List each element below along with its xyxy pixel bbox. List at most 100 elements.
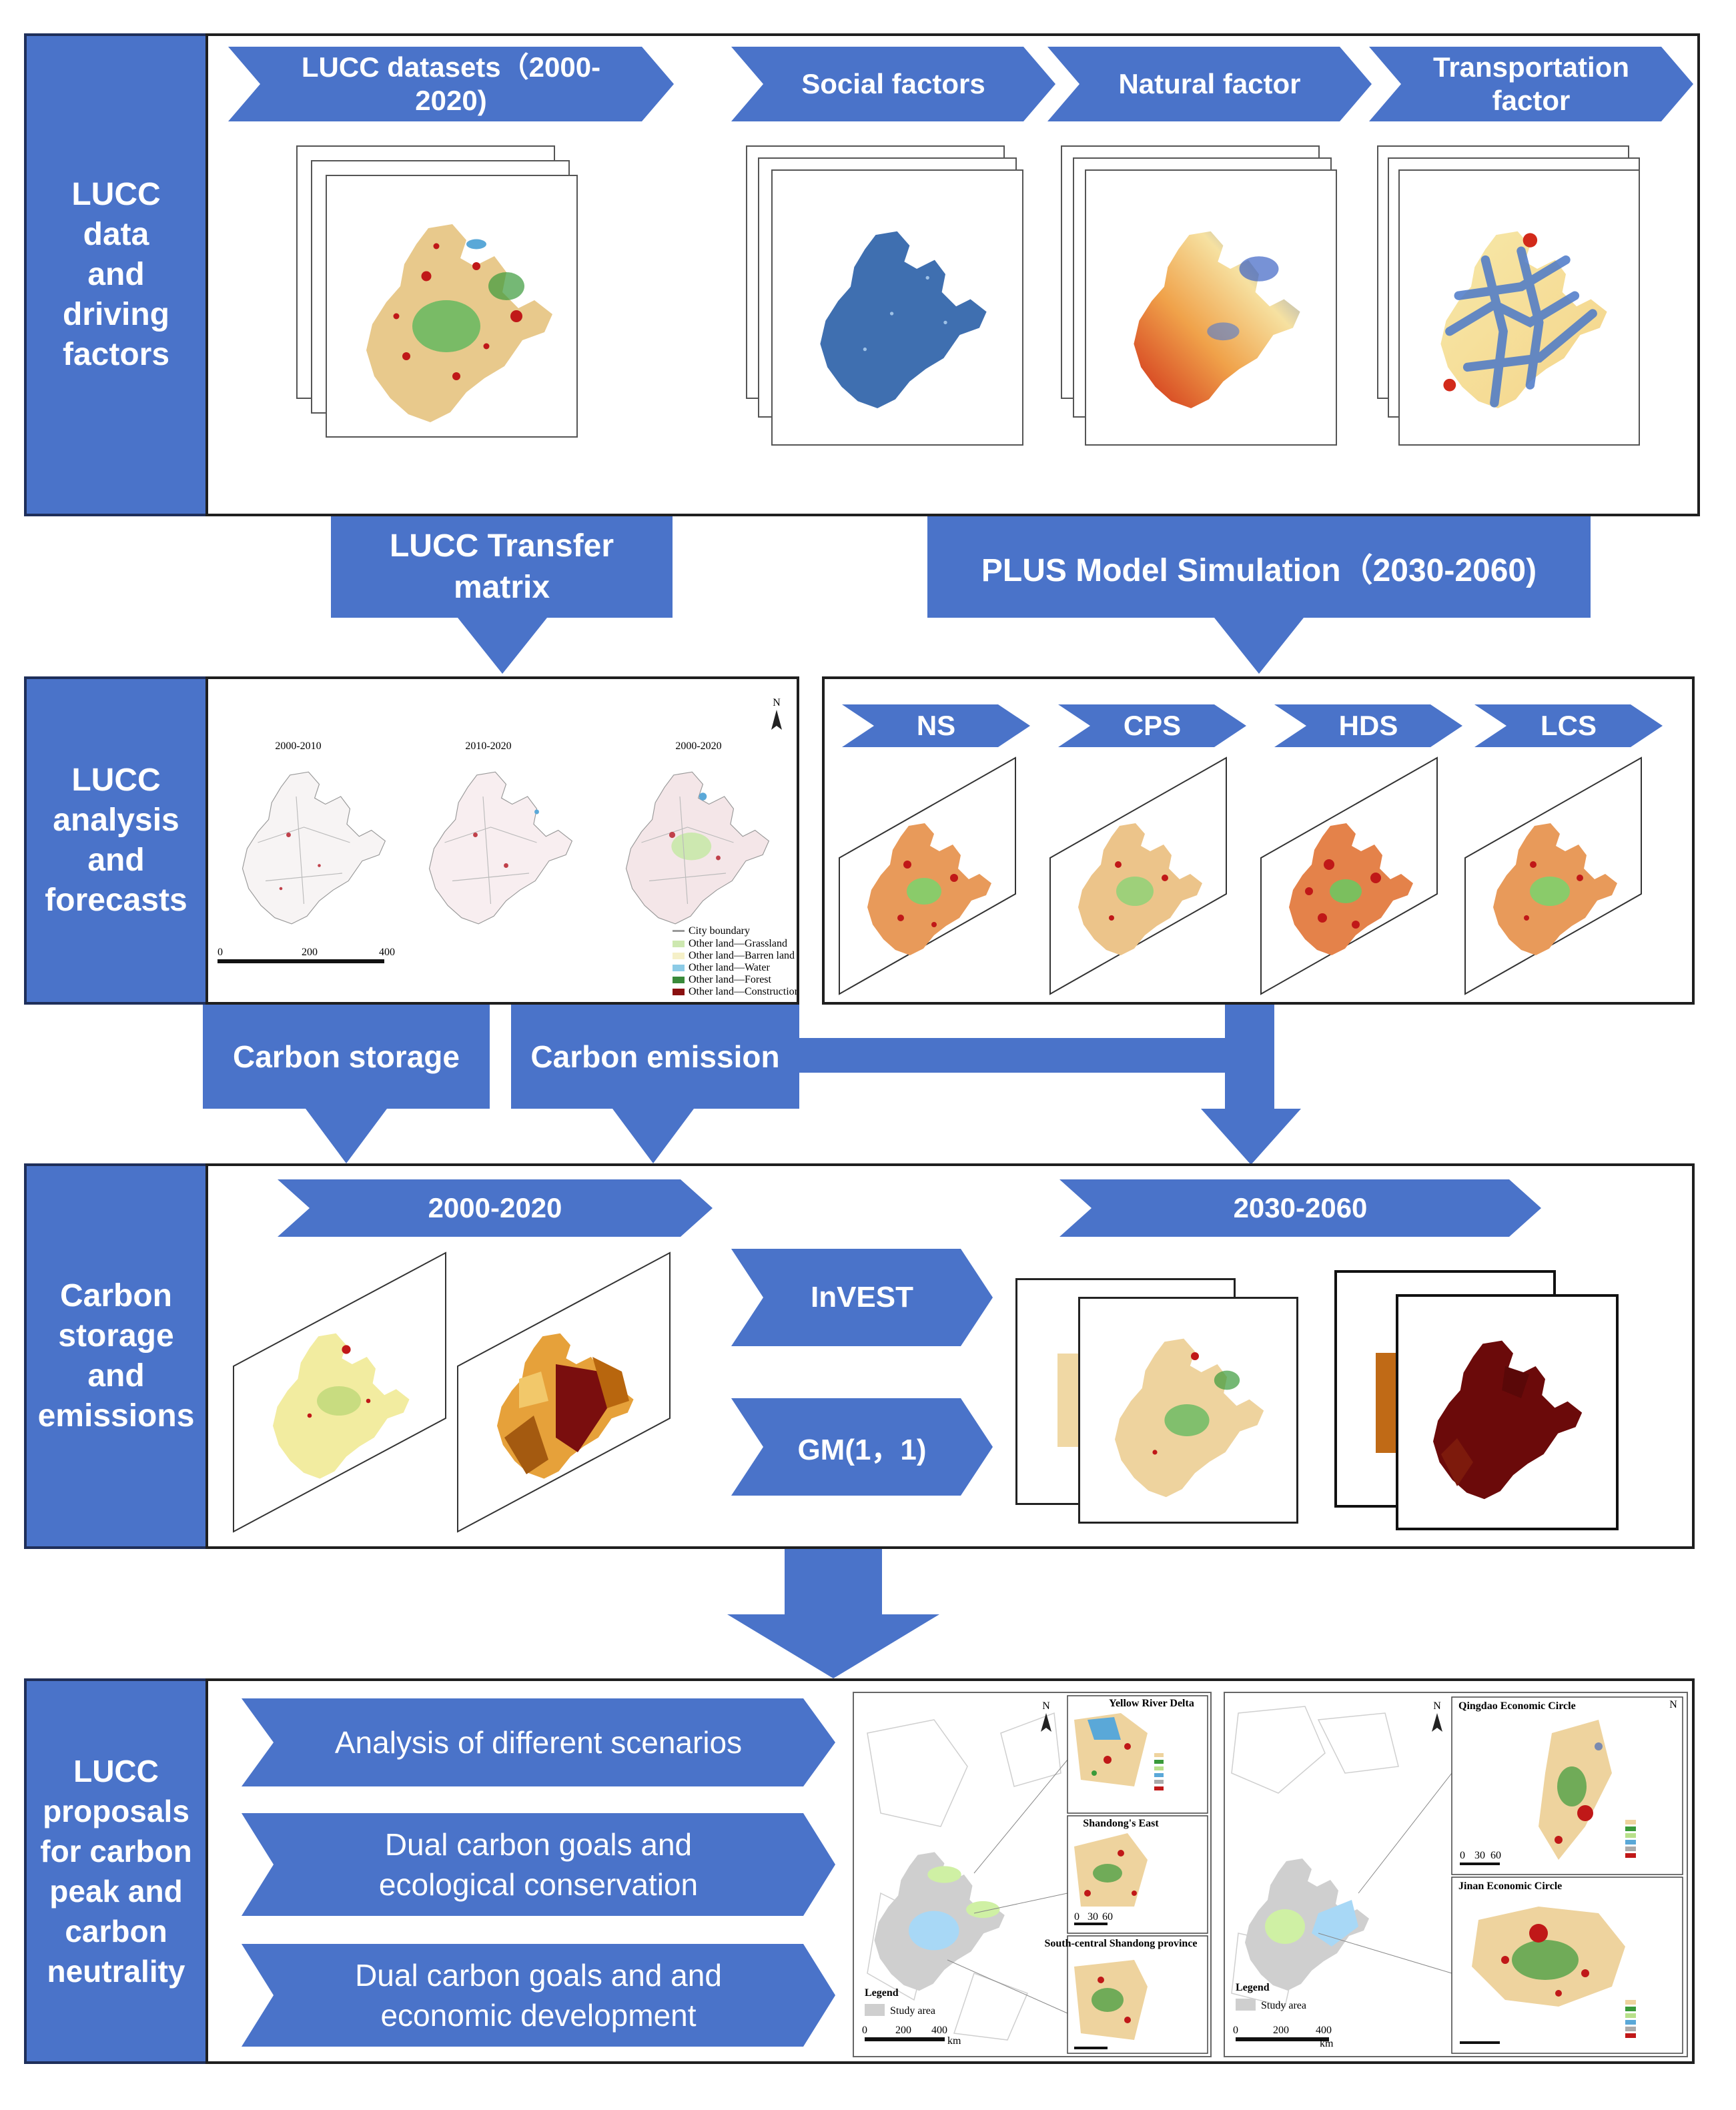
regional-map-a: N Legend Study area 0 200 400 km Yellow … (853, 1692, 1212, 2057)
svg-text:0: 0 (862, 2025, 867, 2036)
transfer-scale-bar: 0 200 400 (218, 947, 395, 963)
section-label: LUCC data and driving factors (62, 177, 170, 372)
scenario-cps: CPS (1058, 704, 1246, 747)
svg-text:Qingdao Economic Circle: Qingdao Economic Circle (1458, 1700, 1576, 1712)
north-arrow-icon: N (1041, 1700, 1051, 1732)
social-factor-map (820, 231, 987, 409)
svg-text:400: 400 (379, 947, 395, 958)
svg-text:0: 0 (1233, 2025, 1238, 2036)
north-arrow-icon: N (1432, 1700, 1442, 1732)
svg-text:Other land—Grassland: Other land—Grassland (689, 938, 787, 949)
plus-model-simulation-label: PLUS Model Simulation（2030-2060) (927, 516, 1591, 618)
section-label: LUCC analysis and forecasts (45, 762, 187, 918)
arrow-down-emission (612, 1109, 694, 1163)
north-arrow-icon: N (771, 697, 782, 730)
arrow-shaft-down (785, 1549, 882, 1616)
inset-yellow-river-delta: Yellow River Delta (1067, 1695, 1208, 1814)
arrow-down-big (727, 1614, 939, 1678)
svg-text:60: 60 (1490, 1850, 1501, 1861)
scenario-map-cps (1049, 756, 1227, 995)
arrow-down-storage (306, 1109, 387, 1163)
social-map-card-front (771, 169, 1023, 446)
svg-text:2000-2010: 2000-2010 (275, 740, 321, 752)
transportation-factor-map (1440, 231, 1607, 409)
inset-qingdao-economic-circle: Qingdao Economic Circle N 0 30 60 (1451, 1696, 1683, 1875)
svg-text:30: 30 (1088, 1911, 1098, 1923)
svg-text:0: 0 (1074, 1911, 1079, 1923)
study-area-map (874, 1852, 1005, 1991)
invest-model: InVEST (731, 1249, 993, 1346)
transfer-map-2000-2010: 2000-2010 (242, 740, 386, 925)
section-label: Carbon storage and emissions (37, 1278, 195, 1434)
svg-text:200: 200 (895, 2025, 911, 2036)
svg-text:Other land—Construction land: Other land—Construction land (689, 986, 797, 997)
arrow-down-transfer (458, 618, 547, 674)
scenario-hds: HDS (1274, 704, 1462, 747)
scenario-map-ns (839, 756, 1016, 995)
svg-text:2010-2020: 2010-2020 (465, 740, 511, 752)
svg-text:400: 400 (931, 2025, 947, 2036)
connector-bar-vertical (1225, 1005, 1274, 1113)
svg-text:N: N (1433, 1700, 1441, 1712)
lucc-map-card-front (326, 175, 578, 438)
social-factors-label: Social factors (731, 47, 1055, 121)
study-area-map (1245, 1859, 1369, 1991)
carbon-storage-label: Carbon storage (203, 1005, 490, 1109)
future-carbon-emission-map (1433, 1340, 1583, 1500)
natural-factor-map (1134, 231, 1300, 409)
future-storage-card-front (1078, 1297, 1298, 1524)
svg-text:Shandong's East: Shandong's East (1083, 1818, 1159, 1829)
lucc-transfer-matrix-label: LUCC Transfer matrix (331, 516, 673, 618)
svg-text:City boundary: City boundary (689, 925, 750, 937)
carbon-emission-map-past (457, 1251, 671, 1533)
transfer-map-2010-2020: 2010-2020 (428, 740, 572, 925)
proposal-economic-development: Dual carbon goals and and economic devel… (242, 1944, 835, 2047)
svg-text:2000-2020: 2000-2020 (675, 740, 721, 752)
svg-text:km: km (947, 2035, 961, 2047)
transfer-map-2000-2020: 2000-2020 (625, 740, 769, 925)
svg-text:400: 400 (1316, 2025, 1332, 2036)
svg-text:0: 0 (1460, 1850, 1465, 1861)
section-data-driving-factors: LUCC data and driving factors (24, 33, 208, 516)
gm-model: GM(1，1) (731, 1398, 993, 1496)
connector-bar-horizontal (798, 1038, 1233, 1073)
transport-map-card-front (1398, 169, 1640, 446)
section-carbon-storage-emissions: Carbon storage and emissions (24, 1163, 208, 1549)
period-2030-2060: 2030-2060 (1059, 1179, 1541, 1237)
svg-text:Jinan Economic Circle: Jinan Economic Circle (1458, 1881, 1562, 1892)
regional-map-b: N Legend Study area 0 200 400 km Qingdao… (1224, 1692, 1688, 2057)
inset-south-central-shandong: South-central Shandong province (1044, 1935, 1208, 2054)
arrow-down-scenarios (1201, 1109, 1301, 1165)
svg-text:Study area: Study area (1261, 2000, 1306, 2011)
scenario-map-lcs (1464, 756, 1642, 995)
natural-factor-label: Natural factor (1047, 47, 1372, 121)
carbon-storage-map-past (233, 1251, 446, 1533)
section-label: LUCC proposals for carbon peak and carbo… (40, 1754, 192, 1989)
svg-text:N: N (1042, 1700, 1050, 1712)
carbon-emission-label: Carbon emission (511, 1005, 799, 1109)
svg-text:Yellow River Delta: Yellow River Delta (1109, 1698, 1194, 1709)
transfer-legend: City boundary Other land—Grassland Other… (673, 925, 797, 997)
section-lucc-proposals: LUCC proposals for carbon peak and carbo… (24, 1678, 208, 2064)
lucc-landuse-map (366, 224, 552, 422)
natural-map-card-front (1085, 169, 1337, 446)
svg-text:N: N (773, 697, 781, 708)
inset-shandong-east: Shandong's East 0 30 60 (1067, 1815, 1208, 1934)
lucc-datasets-label: LUCC datasets（2000- 2020) (228, 47, 674, 121)
svg-text:Study area: Study area (890, 2005, 935, 2017)
svg-text:Other land—Barren land: Other land—Barren land (689, 950, 795, 961)
period-2000-2020: 2000-2020 (278, 1179, 713, 1237)
proposal-ecological-conservation: Dual carbon goals and ecological conserv… (242, 1813, 835, 1916)
svg-text:60: 60 (1102, 1911, 1113, 1923)
transportation-factor-label: Transportation factor (1369, 47, 1693, 121)
svg-text:30: 30 (1474, 1850, 1485, 1861)
svg-text:Legend: Legend (865, 1987, 899, 1999)
arrow-down-plus (1214, 618, 1304, 674)
svg-text:South-central Shandong provinc: South-central Shandong province (1044, 1938, 1197, 1949)
svg-text:km: km (1320, 2038, 1334, 2049)
inset-jinan-economic-circle: Jinan Economic Circle (1451, 1877, 1683, 2054)
svg-text:Other land—Water: Other land—Water (689, 962, 770, 973)
svg-text:Other land—Forest: Other land—Forest (689, 974, 772, 985)
transfer-matrix-panel: 2000-2010 2010-2020 2000-2020 N (205, 676, 799, 1005)
scenario-map-hds (1260, 756, 1438, 995)
